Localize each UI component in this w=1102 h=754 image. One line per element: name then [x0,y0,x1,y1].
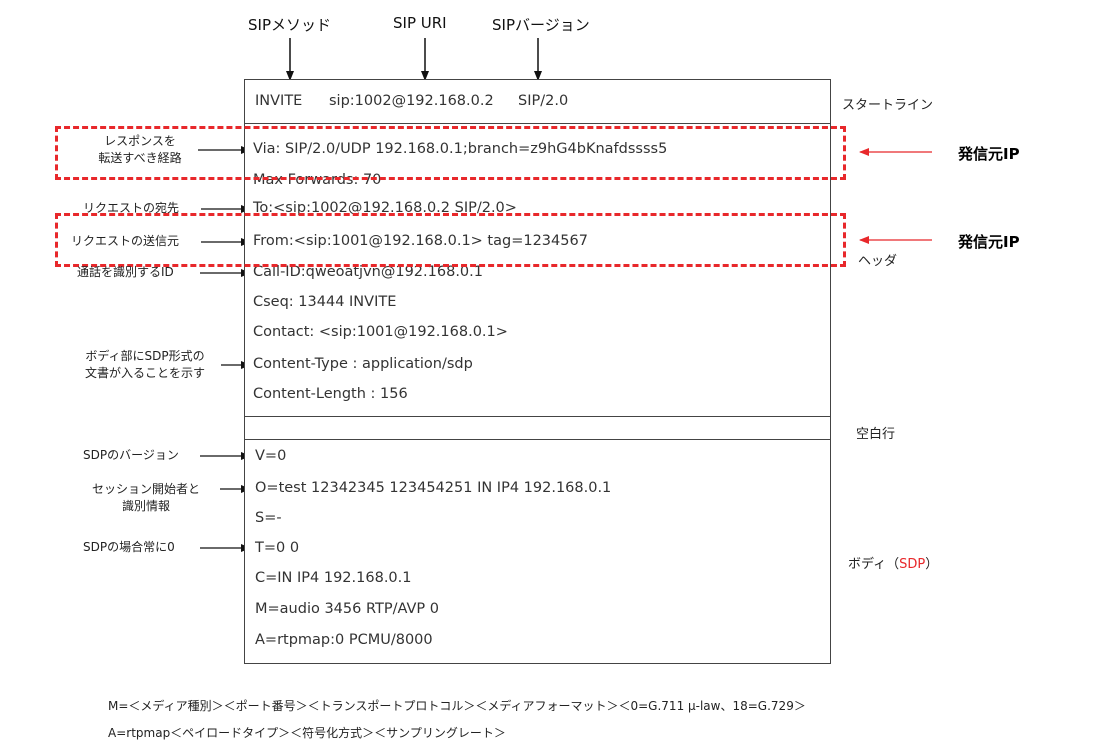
sdp-connection-line: C=IN IP4 192.168.0.1 [255,570,412,586]
annotation-call-id: 通話を識別するID [77,265,174,279]
annotation-origin-line1: セッション開始者と [91,482,200,496]
header-content-type: Content-Type : application/sdp [253,356,473,372]
section-label-blank: 空白行 [856,427,896,442]
body-box [244,439,831,664]
header-contact: Contact: <sip:1001@192.168.0.1> [253,324,508,340]
callout-from-ip: 発信元IP [958,233,1020,251]
start-line-version: SIP/2.0 [518,93,569,109]
callout-via-ip: 発信元IP [958,145,1020,163]
section-label-body-sdp: SDP [899,557,926,572]
header-content-length: Content-Length : 156 [253,386,408,402]
start-line-box [244,79,831,124]
from-highlight-box [55,213,846,267]
annotation-origin-line2: 識別情報 [121,499,170,513]
annotation-via-line1: レスポンスを [104,134,176,148]
annotation-to: リクエストの宛先 [83,201,180,215]
section-label-body-prefix: ボディ（ [848,557,900,572]
sdp-attribute-line: A=rtpmap:0 PCMU/8000 [255,632,433,648]
annotation-time: SDPの場合常に0 [83,540,175,554]
sdp-time-line: T=0 0 [255,540,300,556]
header-from: From:<sip:1001@192.168.0.1> tag=1234567 [253,233,588,249]
annotation-origin: セッション開始者と 識別情報 [76,481,216,515]
section-label-body-suffix: ） [925,557,939,572]
note-rtpmap-format: A=rtpmap＜ペイロードタイプ＞＜符号化方式＞＜サンプリングレート＞ [108,726,506,740]
sdp-version-line: V=0 [255,448,287,464]
note-media-format: M=＜メディア種別＞＜ポート番号＞＜トランスポートプロトコル＞＜メディアフォーマ… [108,699,806,713]
header-via: Via: SIP/2.0/UDP 192.168.0.1;branch=z9hG… [253,141,668,157]
annotation-content-type: ボディ部にSDP形式の 文書が入ることを示す [70,348,220,382]
blank-line-box [244,416,831,440]
header-box [244,123,831,417]
start-line-method: INVITE [255,93,303,109]
annotation-via-line2: 転送すべき経路 [98,151,182,165]
label-sip-uri: SIP URI [393,14,447,32]
via-highlight-box [55,126,846,180]
header-call-id: Call-ID:qweoatjvn@192.168.0.1 [253,264,483,280]
annotation-via: レスポンスを 転送すべき経路 [84,133,196,167]
annotation-from: リクエストの送信元 [71,234,180,248]
header-to: To:<sip:1002@192.168.0.2 SIP/2.0> [253,200,517,216]
sdp-media-line: M=audio 3456 RTP/AVP 0 [255,601,439,617]
section-label-start: スタートライン [842,98,934,113]
section-label-header: ヘッダ [858,254,898,269]
annotation-sdp-version: SDPのバージョン [83,448,179,462]
header-cseq: Cseq: 13444 INVITE [253,294,397,310]
section-label-body: ボディ（SDP） [848,553,938,572]
annotation-ctype-line1: ボディ部にSDP形式の [85,349,205,363]
sdp-origin-line: O=test 12342345 123454251 IN IP4 192.168… [255,480,612,496]
label-sip-version: SIPバージョン [492,16,590,34]
header-max-forwards: Max Forwards: 70 [253,172,382,188]
annotation-ctype-line2: 文書が入ることを示す [84,366,205,380]
sdp-session-line: S=- [255,510,282,526]
label-sip-method: SIPメソッド [248,16,331,34]
start-line-uri: sip:1002@192.168.0.2 [329,93,494,109]
